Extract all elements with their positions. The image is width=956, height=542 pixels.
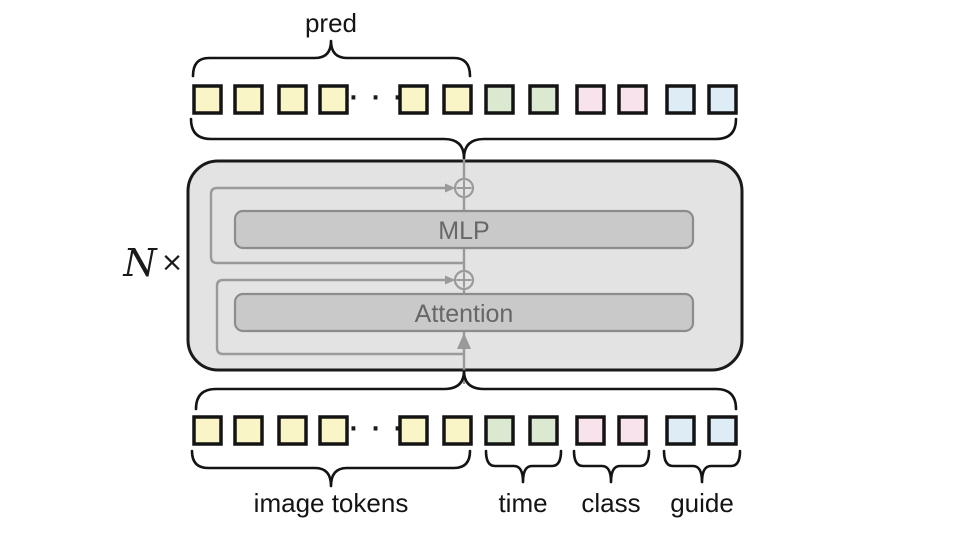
ellipsis-dots: · · · <box>349 86 404 111</box>
token-image <box>192 415 223 446</box>
token-class <box>575 415 606 446</box>
attention-label: Attention <box>415 300 514 328</box>
input-row-brace <box>194 369 738 411</box>
token-guide <box>707 415 738 446</box>
arrow-up-into-attention-icon <box>457 333 471 349</box>
transformer-block: N × MLP Attention <box>122 151 744 384</box>
ellipsis-dots: · · · <box>349 417 404 442</box>
repeat-count-label: N <box>122 241 158 285</box>
token-image <box>442 415 473 446</box>
token-image <box>398 415 429 446</box>
token-guide <box>665 415 696 446</box>
residual-skip-attention <box>215 278 464 356</box>
time-label: time <box>498 488 547 518</box>
image-tokens-label: image tokens <box>254 488 409 518</box>
mlp-label: MLP <box>438 217 489 245</box>
guide-brace <box>662 449 742 484</box>
image-tokens-brace <box>190 449 472 488</box>
token-image <box>442 84 473 115</box>
residual-add-mlp-icon <box>453 177 475 199</box>
output-row-brace <box>189 117 738 160</box>
residual-add-attention-icon <box>453 269 475 291</box>
pred-label: pred <box>305 8 357 38</box>
token-image <box>318 415 349 446</box>
token-time <box>484 84 515 115</box>
pred-brace <box>191 39 472 78</box>
output-token-row: pred · · · <box>189 8 738 160</box>
token-guide <box>707 84 738 115</box>
token-time <box>528 415 559 446</box>
token-image <box>233 84 264 115</box>
attention-block <box>233 292 695 333</box>
class-label: class <box>581 488 640 518</box>
token-time <box>484 415 515 446</box>
token-class <box>575 84 606 115</box>
token-guide <box>665 84 696 115</box>
token-image <box>398 84 429 115</box>
token-image <box>192 84 223 115</box>
repeat-times-symbol: × <box>161 247 184 278</box>
arrow-into-attention-add-icon <box>445 275 456 285</box>
input-token-row: · · · image tokens time class guide <box>190 369 742 518</box>
residual-skip-mlp <box>209 186 464 265</box>
token-image <box>277 84 308 115</box>
guide-label: guide <box>670 488 734 518</box>
token-image <box>233 415 264 446</box>
arrow-into-mlp-add-icon <box>445 183 456 193</box>
token-class <box>617 84 648 115</box>
token-time <box>528 84 559 115</box>
token-image <box>277 415 308 446</box>
mlp-block <box>233 209 695 250</box>
class-brace <box>572 449 651 484</box>
token-image <box>318 84 349 115</box>
token-class <box>617 415 648 446</box>
time-brace <box>484 449 563 484</box>
